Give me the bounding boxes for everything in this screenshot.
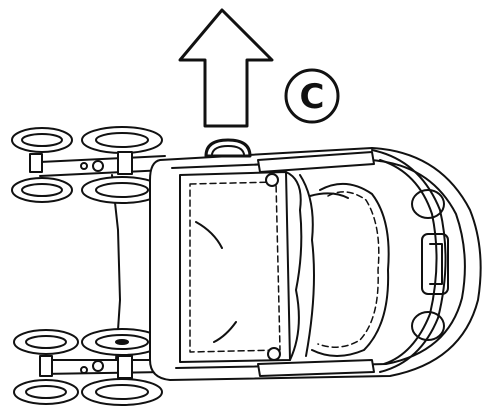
leg-area-dashed [317,191,380,348]
seat-crease [195,221,237,343]
stroller-top-view-icon [11,126,482,406]
hinge-top [265,173,279,187]
step-label: C [300,77,325,117]
seat-pad-side [285,171,303,361]
leg-area-outline [311,183,390,357]
front-hole-top [411,189,445,219]
frame-tube-top [39,155,166,177]
canopy-edge [379,159,438,365]
hinge-bottom [267,347,281,361]
front-wheel-bottom-left [13,328,163,406]
side-rail-bottom [257,359,375,377]
circled-letter-icon: C [284,68,340,124]
arrow-up-icon [178,8,274,128]
frame-tube-bottom [39,359,166,375]
fold-button-icon [204,138,252,158]
canopy-outline [371,149,447,373]
front-hole-bottom [411,311,445,341]
seat-stitching [189,181,281,353]
front-wheel-top-left [11,126,163,204]
fabric-wrinkle [309,192,349,199]
seat-pad-side-2 [299,174,315,357]
front-grip-slot [421,233,449,295]
seat-backrest [179,171,291,363]
step-marker-circle [284,68,340,124]
front-grip-inner [429,243,443,285]
side-rail-top [257,151,375,173]
